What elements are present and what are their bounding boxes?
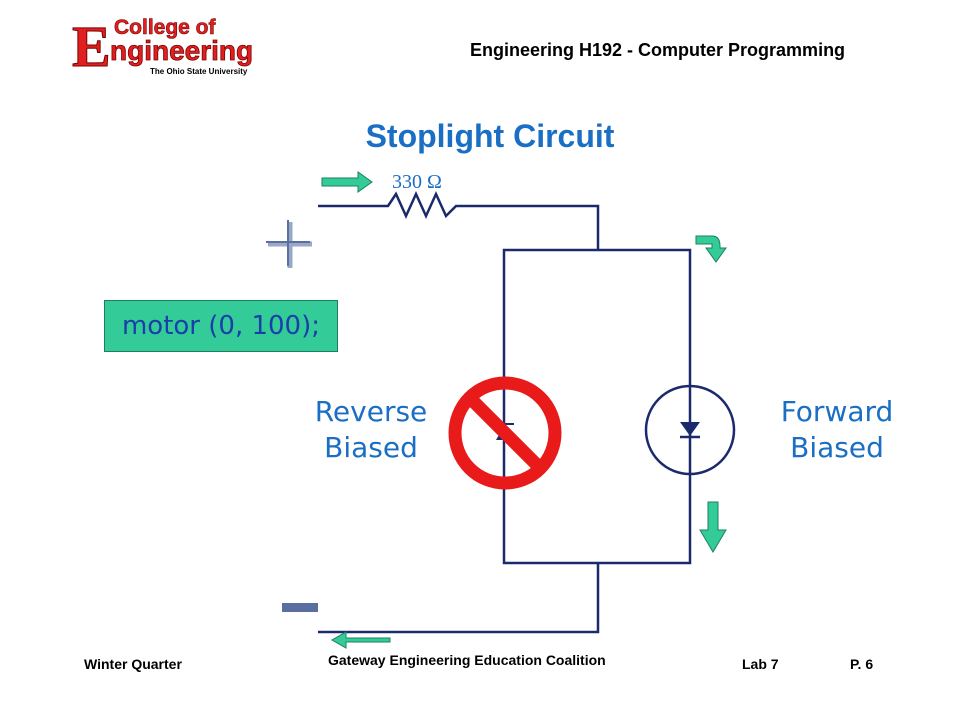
bottom-wire [318, 563, 600, 634]
logo-big-letter: E [72, 14, 111, 79]
slide-title: Stoplight Circuit [365, 118, 615, 154]
top-wire-with-resistor [318, 190, 600, 250]
forward-label-line1: Forward [780, 395, 894, 428]
footer-page-number: P. 6 [850, 656, 874, 672]
current-arrow-left-icon [330, 631, 391, 649]
current-arrow-curved-down-icon [695, 235, 727, 263]
current-arrow-down-icon [699, 501, 727, 553]
footer-coalition: Gateway Engineering Education Coalition [328, 652, 606, 668]
reverse-label-line2: Biased [324, 431, 418, 464]
logo-line3: The Ohio State University [150, 67, 248, 76]
code-statement-box: motor (0, 100); [104, 300, 338, 352]
footer-lab-number: Lab 7 [742, 656, 779, 672]
logo-line2: ngineering [110, 35, 253, 66]
college-logo-graphic: E College of ngineering The Ohio State U… [72, 14, 254, 80]
current-arrow-top-right-icon [321, 171, 373, 193]
logo-line1: College of [114, 16, 217, 39]
plus-sign-icon [266, 220, 312, 268]
college-logo: E College of ngineering The Ohio State U… [70, 14, 280, 80]
reverse-label-line1: Reverse [314, 395, 428, 428]
forward-biased-label: Forward Biased [772, 394, 902, 466]
reverse-biased-label: Reverse Biased [306, 394, 436, 466]
minus-sign-icon [282, 603, 318, 612]
course-title: Engineering H192 - Computer Programming [470, 40, 846, 60]
prohibited-icon [448, 376, 562, 490]
resistor-label: 330 Ω [392, 171, 442, 193]
forward-label-line2: Biased [790, 431, 884, 464]
forward-diode-icon [644, 384, 736, 476]
footer-quarter: Winter Quarter [84, 656, 182, 672]
